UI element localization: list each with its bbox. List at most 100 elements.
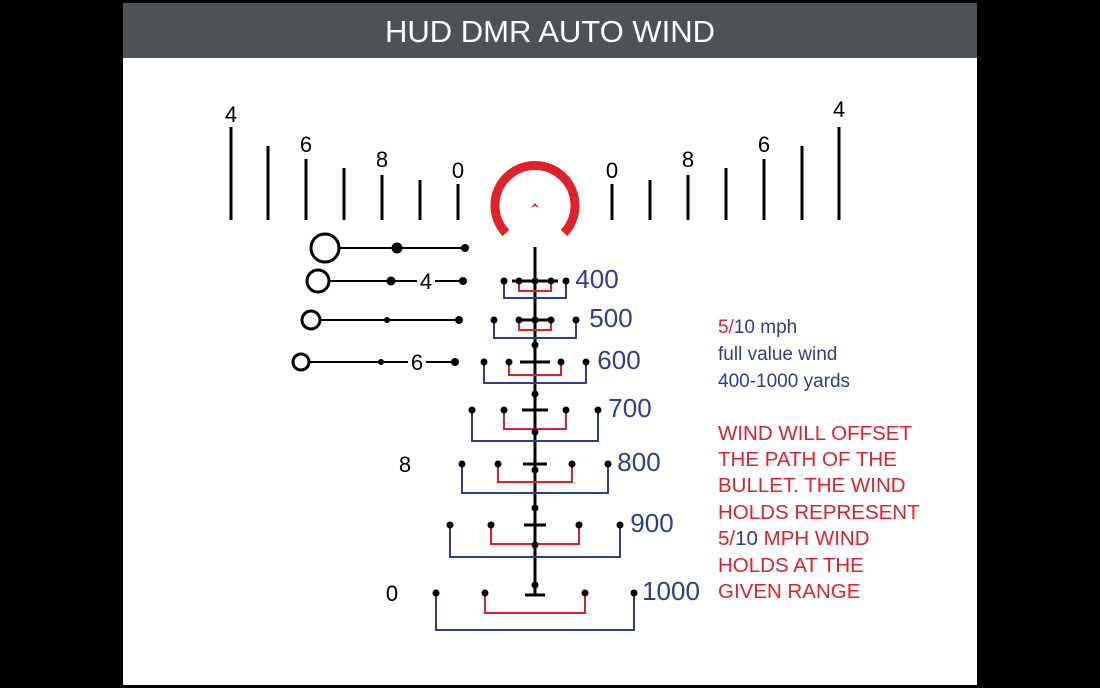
note-blue-part: 10	[735, 527, 758, 550]
blue-hold-bracket	[461, 464, 609, 494]
hold-dot	[487, 521, 495, 529]
legend-blue-part: 10 mph	[734, 317, 797, 338]
hold-dot	[572, 316, 580, 324]
hold-dot	[562, 406, 570, 414]
red-circle-reticle	[490, 160, 580, 237]
hold-dot	[515, 277, 523, 285]
scale-label: 8	[682, 147, 694, 172]
range-circle	[300, 309, 322, 331]
legend-line-2: full value wind	[718, 344, 837, 365]
red-hold-bracket	[518, 320, 552, 331]
blue-hold-bracket	[503, 281, 567, 299]
range-label: 800	[617, 447, 660, 477]
side-label-8: 8	[399, 452, 411, 477]
hold-dot	[468, 406, 476, 414]
hold-dot	[458, 460, 466, 468]
blue-hold-bracket	[493, 320, 577, 339]
hold-dot	[604, 460, 612, 468]
hold-dot	[594, 406, 602, 414]
hold-dot	[562, 277, 570, 285]
blue-hold-bracket	[483, 362, 587, 384]
scale-label: 4	[833, 97, 845, 122]
hold-dot	[547, 277, 555, 285]
center-chevron-icon	[531, 203, 539, 208]
hold-dot	[575, 521, 583, 529]
legend: 5/10 mph full value wind 400-1000 yards	[718, 317, 850, 392]
marker-label: 4	[420, 269, 432, 294]
note-line: GIVEN RANGE	[718, 580, 860, 603]
marker-dot	[459, 277, 467, 285]
diagram-panel	[123, 3, 977, 685]
hold-dot	[480, 358, 488, 366]
scale-label: 0	[452, 158, 464, 183]
legend-line-1: 5/10 mph	[718, 317, 797, 338]
red-arc	[490, 160, 580, 237]
marker-dot	[391, 242, 403, 254]
note-line: 5/10 MPH WIND	[718, 527, 870, 550]
blue-hold-bracket	[435, 593, 635, 631]
marker-label: 6	[411, 350, 423, 375]
hold-dot	[494, 460, 502, 468]
note-line: WIND WILL OFFSET	[718, 422, 912, 445]
range-label: 700	[608, 393, 651, 423]
note-red-part: 5/	[718, 527, 735, 550]
marker-dot	[455, 316, 463, 324]
hold-dot	[505, 358, 513, 366]
legend-line-3: 400-1000 yards	[718, 371, 850, 392]
scale-label: 6	[758, 132, 770, 157]
stadia-dot	[531, 504, 539, 512]
hold-dot	[500, 277, 508, 285]
blue-hold-bracket	[471, 410, 599, 442]
hold-dot	[446, 521, 454, 529]
hold-dot	[582, 358, 590, 366]
page-title: HUD DMR AUTO WIND	[123, 3, 977, 58]
range-label: 900	[630, 508, 673, 538]
hold-dot	[490, 316, 498, 324]
range-label: 1000	[642, 576, 700, 606]
stadia-dot	[531, 581, 539, 589]
range-circle	[309, 232, 341, 264]
hold-dot	[547, 316, 555, 324]
stadia-dot	[531, 277, 539, 285]
note-line: HOLDS AT THE	[718, 554, 864, 577]
range-circle	[305, 268, 331, 294]
scale-label: 6	[300, 132, 312, 157]
hold-dot	[500, 406, 508, 414]
note-line: HOLDS REPRESENT	[718, 501, 920, 524]
marker-dot	[461, 244, 469, 252]
range-label: 600	[597, 345, 640, 375]
note-red-part: MPH WIND	[758, 527, 870, 550]
marker-dot	[378, 359, 384, 365]
hold-dot	[581, 589, 589, 597]
hold-dot	[568, 460, 576, 468]
note-line: THE PATH OF THE	[718, 448, 897, 471]
red-hold-bracket	[518, 281, 552, 292]
marker-dot	[386, 276, 396, 286]
note-line: BULLET. THE WIND	[718, 474, 906, 497]
side-label-0: 0	[386, 581, 398, 606]
stadia-dot	[531, 390, 539, 398]
range-circle	[291, 352, 311, 372]
hold-dot	[630, 589, 638, 597]
scale-label: 0	[606, 158, 618, 183]
red-hold-bracket	[484, 593, 586, 614]
blue-hold-bracket	[449, 525, 621, 558]
note: WIND WILL OFFSET THE PATH OF THE BULLET.…	[718, 422, 920, 603]
bdc-wind-holds: 400 500 600 700 800 900 1000	[432, 247, 700, 631]
hold-dot	[515, 316, 523, 324]
hold-dot	[557, 358, 565, 366]
hold-dot	[481, 589, 489, 597]
left-markers: 46	[291, 232, 469, 375]
scale-label: 8	[376, 147, 388, 172]
hold-dot	[616, 521, 624, 529]
marker-dot	[451, 358, 459, 366]
stadia-dot	[531, 466, 539, 474]
range-label: 400	[575, 264, 618, 294]
range-label: 500	[589, 303, 632, 333]
stadia-dot	[531, 541, 539, 549]
stadia-dot	[531, 428, 539, 436]
stadia-dot	[531, 341, 539, 349]
hold-dot	[432, 589, 440, 597]
